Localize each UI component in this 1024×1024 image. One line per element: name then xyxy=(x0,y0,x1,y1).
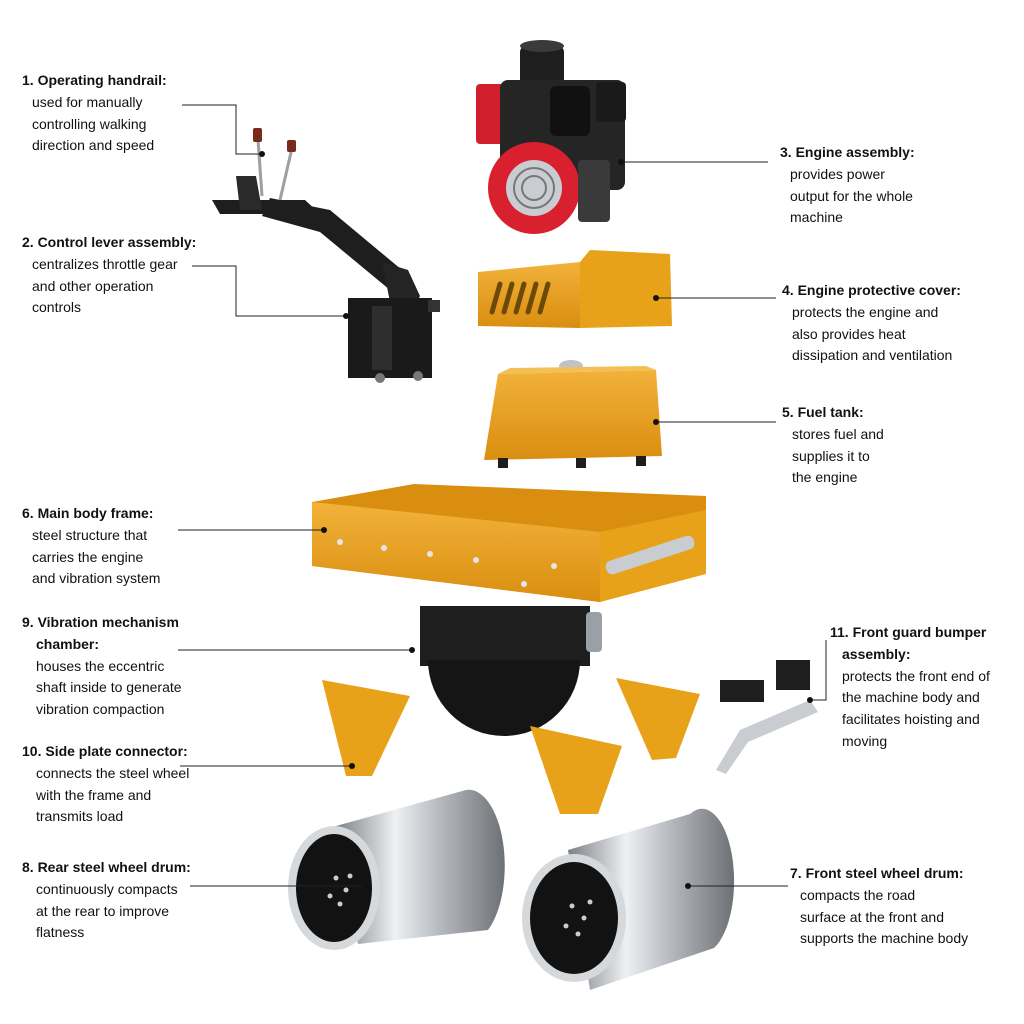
label-handrail-desc-3: direction and speed xyxy=(32,137,155,154)
leader-dots xyxy=(259,151,813,889)
side-plate-illustration xyxy=(322,678,700,814)
leader-line-control-lever xyxy=(192,265,346,317)
label-handrail-desc-1: used for manually xyxy=(32,93,143,110)
label-main-frame-desc-1: steel structure that xyxy=(32,526,148,543)
label-rear-drum-desc-3: flatness xyxy=(36,924,85,941)
label-engine-desc-2: output for the whole xyxy=(790,187,913,204)
fuel-tank-illustration xyxy=(484,360,662,468)
label-vibration: 9. Vibration mechanism chamber: houses t… xyxy=(22,612,182,721)
label-side-plate-desc-1: connects the steel wheel xyxy=(36,764,190,781)
label-handrail: 1. Operating handrail: used for manually… xyxy=(22,70,167,157)
label-engine-title: 3. Engine assembly: xyxy=(780,144,915,160)
label-engine-cover-desc-1: protects the engine and xyxy=(792,303,939,320)
handrail-illustration xyxy=(212,128,420,312)
label-main-frame-title: 6. Main body frame: xyxy=(22,505,154,521)
label-front-drum: 7. Front steel wheel drum: compacts the … xyxy=(790,863,968,950)
label-vibration-title-2: chamber: xyxy=(36,635,100,652)
label-front-drum-desc-3: supports the machine body xyxy=(800,930,969,947)
label-main-frame: 6. Main body frame: steel structure that… xyxy=(22,503,160,590)
leader-line-bumper xyxy=(810,640,827,701)
label-front-drum-desc-1: compacts the road xyxy=(800,886,916,903)
label-rear-drum-desc-2: at the rear to improve xyxy=(36,902,170,919)
label-front-drum-title: 7. Front steel wheel drum: xyxy=(790,865,964,881)
label-engine-cover-desc-2: also provides heat xyxy=(792,325,906,342)
label-engine: 3. Engine assembly: provides power output… xyxy=(780,142,915,229)
label-bumper-title-2: assembly: xyxy=(842,645,911,662)
label-control-lever-desc-2: and other operation xyxy=(32,277,154,294)
bumper-illustration xyxy=(716,660,818,774)
label-main-frame-desc-2: carries the engine xyxy=(32,548,144,565)
label-fuel-tank-desc-3: the engine xyxy=(792,469,858,486)
leader-lines xyxy=(178,104,827,887)
label-engine-cover-desc-3: dissipation and ventilation xyxy=(792,347,953,364)
label-rear-drum: 8. Rear steel wheel drum: continuously c… xyxy=(22,857,191,944)
main-frame-illustration xyxy=(312,484,706,602)
label-side-plate: 10. Side plate connector: connects the s… xyxy=(22,741,189,828)
label-bumper-desc-1: protects the front end of xyxy=(842,667,990,684)
label-bumper-desc-3: facilitates hoisting and xyxy=(842,711,980,728)
engine-cover-illustration xyxy=(478,250,672,328)
label-control-lever-desc-1: centralizes throttle gear xyxy=(32,255,178,272)
label-side-plate-title: 10. Side plate connector: xyxy=(22,743,188,759)
label-bumper: 11. Front guard bumper assembly: protect… xyxy=(830,622,990,753)
engine-illustration xyxy=(476,40,626,234)
label-fuel-tank-desc-2: supplies it to xyxy=(792,447,870,464)
label-front-drum-desc-2: surface at the front and xyxy=(800,908,944,925)
label-control-lever-title: 2. Control lever assembly: xyxy=(22,234,197,250)
label-bumper-desc-4: moving xyxy=(842,732,888,749)
label-main-frame-desc-3: and vibration system xyxy=(32,570,161,587)
label-fuel-tank-desc-1: stores fuel and xyxy=(792,425,884,442)
front-drum-illustration xyxy=(522,808,735,990)
label-vibration-desc-3: vibration compaction xyxy=(36,701,165,718)
label-rear-drum-desc-1: continuously compacts xyxy=(36,880,178,897)
label-handrail-title: 1. Operating handrail: xyxy=(22,72,167,88)
label-vibration-desc-2: shaft inside to generate xyxy=(36,679,182,696)
vibration-chamber-illustration xyxy=(420,606,602,736)
label-engine-desc-3: machine xyxy=(790,209,843,226)
label-side-plate-desc-2: with the frame and xyxy=(36,786,152,803)
label-handrail-desc-2: controlling walking xyxy=(32,115,147,132)
label-vibration-desc-1: houses the eccentric xyxy=(36,657,165,674)
rear-drum-illustration xyxy=(288,789,505,950)
label-engine-cover: 4. Engine protective cover: protects the… xyxy=(782,280,961,367)
label-side-plate-desc-3: transmits load xyxy=(36,808,124,825)
label-rear-drum-title: 8. Rear steel wheel drum: xyxy=(22,859,191,875)
leader-line-handrail xyxy=(182,104,262,155)
label-bumper-title-1: 11. Front guard bumper xyxy=(830,624,987,640)
label-fuel-tank: 5. Fuel tank: stores fuel and supplies it… xyxy=(782,402,884,489)
label-control-lever-desc-3: controls xyxy=(32,299,82,316)
label-fuel-tank-title: 5. Fuel tank: xyxy=(782,404,864,420)
label-vibration-title-1: 9. Vibration mechanism xyxy=(22,614,179,630)
label-bumper-desc-2: the machine body and xyxy=(842,689,980,706)
label-control-lever: 2. Control lever assembly: centralizes t… xyxy=(22,232,196,319)
label-engine-cover-title: 4. Engine protective cover: xyxy=(782,282,961,298)
label-engine-desc-1: provides power xyxy=(790,165,885,182)
control-lever-illustration xyxy=(348,298,440,383)
